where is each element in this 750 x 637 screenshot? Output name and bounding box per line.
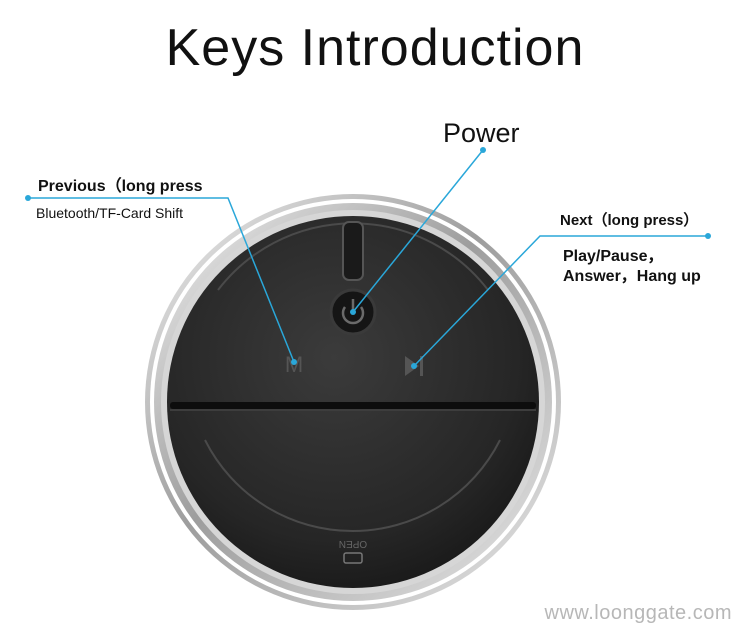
bluetooth-shift-label: Bluetooth/TF-Card Shift (36, 205, 184, 221)
open-latch (343, 552, 363, 564)
open-label: OPEN (339, 538, 367, 549)
power-label: Power (443, 118, 520, 148)
power-callout-end (350, 309, 356, 315)
next-callout-line (413, 235, 708, 367)
center-groove-highlight (170, 409, 536, 411)
next-label: Next（long press） (560, 212, 699, 229)
inner-arc-bottom (204, 439, 501, 532)
page-title: Keys Introduction (165, 19, 585, 77)
previous-callout-dot (25, 195, 31, 201)
power-callout-line (352, 149, 484, 313)
power-callout-dot (480, 147, 486, 153)
previous-callout-line (28, 197, 295, 363)
previous-label: Previous（long press (38, 178, 203, 195)
next-callout-dot (705, 233, 711, 239)
previous-callout-end (291, 359, 297, 365)
watermark: www.loonggate.com (544, 602, 732, 624)
play-pause-label: Play/Pause， (563, 248, 664, 265)
center-groove (170, 402, 536, 409)
next-callout-end (411, 363, 417, 369)
answer-hangup-label: Answer，Hang up (563, 268, 701, 285)
power-slot (342, 221, 364, 281)
